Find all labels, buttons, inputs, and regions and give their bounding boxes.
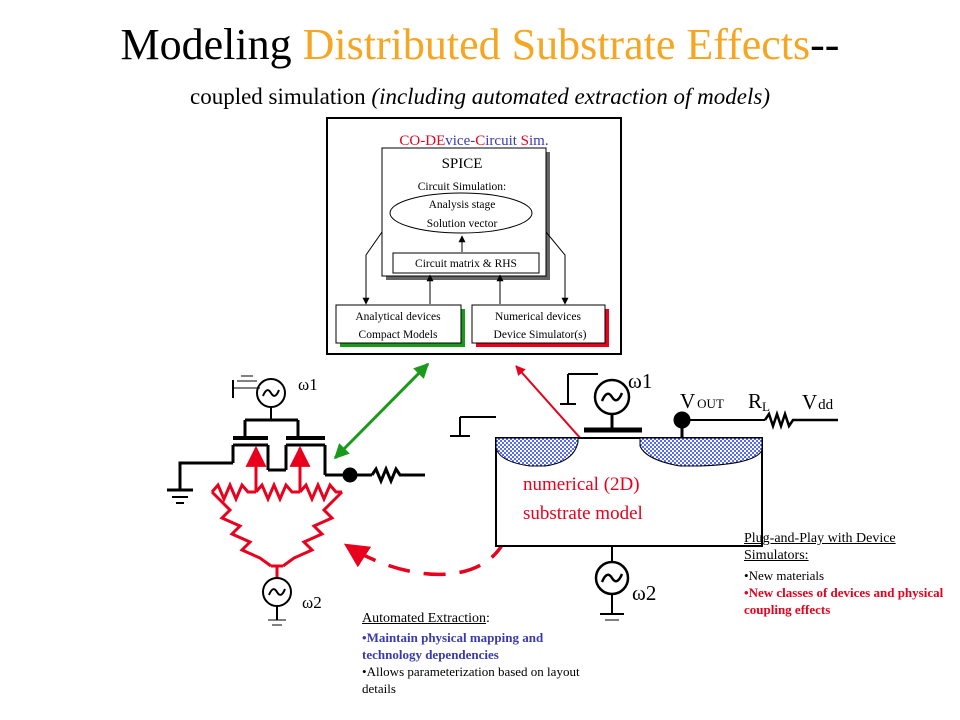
analytical-box — [335, 304, 462, 344]
plugplay-item: New materials — [744, 567, 954, 584]
left-circuit — [167, 375, 425, 504]
matrix-box — [392, 252, 540, 274]
analysis-label: Analysis stage — [429, 199, 496, 211]
left-doped-region — [495, 437, 579, 467]
rl-resistor — [763, 410, 838, 430]
automated-extraction-note: Automated Extraction: Maintain physical … — [362, 610, 594, 697]
subtitle-italic: (including automated extraction of model… — [371, 84, 770, 109]
spice-label: SPICE — [442, 156, 483, 172]
numerical-label-1: Numerical devices — [495, 311, 581, 323]
right-doped-region — [639, 437, 763, 467]
numerical-box — [471, 304, 606, 344]
title-accent: Distributed Substrate Effects — [302, 20, 811, 69]
right-circuit — [450, 373, 838, 621]
solution-label: Solution vector — [427, 218, 498, 230]
title-main: Modeling — [120, 20, 292, 69]
left-load-resistor — [370, 465, 425, 485]
circuit-sim-label: Circuit Simulation: — [418, 181, 507, 193]
analytical-label-1: Analytical devices — [355, 311, 441, 323]
plugplay-heading: Plug-and-Play with Device Simulators: — [744, 531, 896, 563]
matrix-label: Circuit matrix & RHS — [415, 258, 517, 270]
rl-label: RL — [748, 389, 770, 414]
left-w2-source — [262, 577, 292, 626]
automated-item: Allows parameterization based on layout … — [362, 663, 594, 697]
green-coupling-arrow — [333, 362, 430, 460]
analysis-ellipse — [389, 192, 533, 234]
automated-heading: Automated Extraction: — [362, 611, 490, 626]
codecs-box: CO-DEvice-Circuit Sim. SPICE Circuit Sim… — [326, 117, 622, 355]
left-substrate-network — [210, 445, 344, 578]
left-output-node — [342, 467, 358, 483]
spice-to-numerical-arrow — [545, 231, 569, 305]
right-w2-label: ω2 — [632, 581, 656, 605]
codecs-heading: CO-DEvice-Circuit Sim. — [399, 133, 548, 149]
slide-title: Modeling Distributed Substrate Effects-- — [0, 18, 960, 72]
right-w1-label: ω1 — [628, 369, 652, 393]
substrate-label-1: numerical (2D) — [523, 474, 640, 495]
title-dashes: -- — [810, 20, 840, 69]
spice-to-analytical-arrow — [362, 231, 383, 305]
subtitle-plain: coupled simulation — [189, 84, 366, 109]
left-w1-label: ω1 — [298, 375, 318, 394]
dashed-extraction-arrow — [343, 539, 507, 577]
slide-subtitle: coupled simulation (including automated … — [0, 84, 960, 110]
numerical-label-2: Device Simulator(s) — [494, 329, 587, 341]
analytical-label-2: Compact Models — [359, 329, 438, 341]
vdd-label: Vdd — [802, 390, 834, 414]
plug-and-play-note: Plug-and-Play with Device Simulators: Ne… — [744, 530, 954, 618]
automated-item: Maintain physical mapping and technology… — [362, 629, 594, 663]
vout-node — [673, 411, 691, 429]
plugplay-item: New classes of devices and physical coup… — [744, 584, 954, 618]
substrate-label-2: substrate model — [523, 503, 643, 524]
left-w2-label: ω2 — [302, 593, 322, 612]
